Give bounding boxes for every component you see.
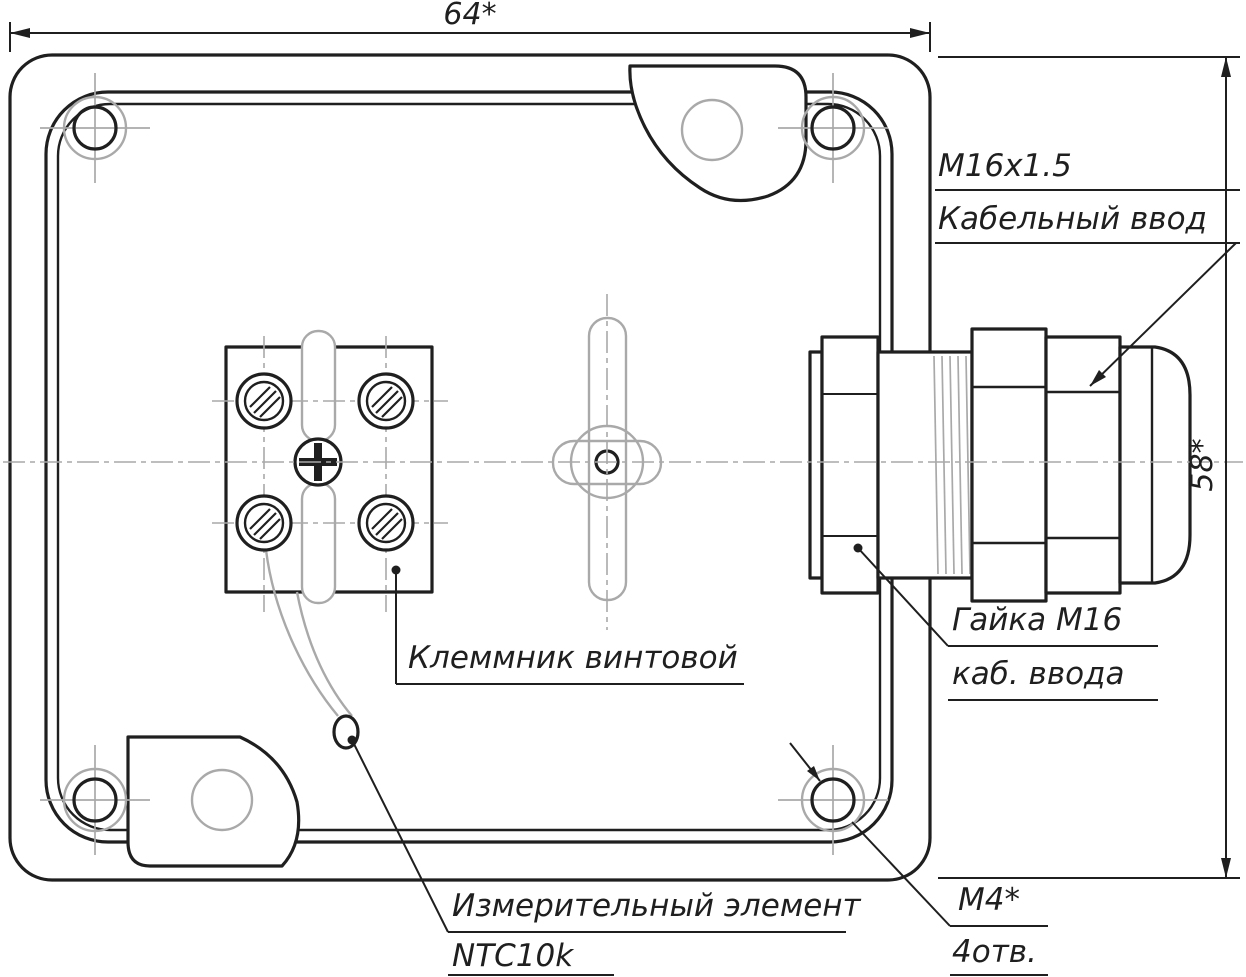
gland-nut-label-line1: Гайка M16 <box>952 602 1122 638</box>
terminal-screw-3 <box>235 494 293 552</box>
dim-height-label: 58* <box>1185 438 1220 491</box>
gland-body-through-wall <box>876 350 974 580</box>
corner-post-bottom-left-boss <box>190 768 254 832</box>
sensor-leader-line <box>351 739 449 933</box>
sensor-wires <box>264 549 353 717</box>
cable-entry-thread-label: M16x1.5 <box>938 148 1072 184</box>
mounting-holes <box>40 73 888 855</box>
leader-sensor: Измерительный элемент NTC10k <box>347 735 862 976</box>
leader-mount-holes: M4* 4отв. <box>789 742 1048 976</box>
terminal-block-leader-dot <box>391 565 401 575</box>
dim-height-arrow-top <box>1221 57 1231 77</box>
corner-post-top-right-boss <box>680 98 744 162</box>
dim-height-arrow-bottom <box>1221 858 1231 878</box>
mount-holes-leader-arrow <box>807 766 820 781</box>
mount-holes-label-line1: M4* <box>958 882 1020 918</box>
gland-hex-nut <box>970 327 1048 603</box>
enclosure <box>8 53 932 882</box>
sensor-label-line1: Измерительный элемент <box>452 888 862 924</box>
mount-holes-label-line2: 4отв. <box>952 934 1037 970</box>
mount-hole-top-left <box>40 73 150 183</box>
corner-post-top-right <box>628 64 808 203</box>
mount-hole-bottom-right <box>778 745 888 855</box>
terminal-screw-1 <box>235 372 293 430</box>
sensor-leader-dot <box>347 735 357 745</box>
dim-width-arrow-right <box>910 28 930 38</box>
terminal-block-label: Клеммник винтовой <box>408 640 738 676</box>
gland-tail <box>808 350 824 580</box>
leader-terminal-block: Клеммник винтовой <box>391 565 744 685</box>
gland-nut-leader-line <box>857 547 949 647</box>
gland-inner-nut <box>820 335 880 595</box>
gland-nut-label-line2: каб. ввода <box>952 656 1124 692</box>
terminal-block <box>212 329 448 750</box>
gland-nut-leader-dot <box>853 543 863 553</box>
cable-entry-leader-line <box>1089 242 1237 387</box>
leader-gland-nut: Гайка M16 каб. ввода <box>853 543 1158 701</box>
terminal-block-slot-top <box>300 329 337 443</box>
cable-entry-label: Кабельный ввод <box>938 201 1207 237</box>
mount-hole-bottom-left <box>40 745 150 855</box>
terminal-block-slot-bottom <box>300 481 337 605</box>
dimension-height: 58* <box>938 56 1240 879</box>
mount-holes-leader-line <box>851 821 951 927</box>
dimension-width: 64* <box>9 0 931 52</box>
gland-thread-lines <box>933 355 971 575</box>
terminal-screw-2 <box>357 372 415 430</box>
dim-width-label: 64* <box>443 0 496 32</box>
sensor-label-line2: NTC10k <box>452 938 574 974</box>
terminal-screw-4 <box>357 494 415 552</box>
corner-post-bottom-left <box>126 735 301 868</box>
gland-mid-section <box>1044 335 1122 595</box>
cable-gland <box>808 327 1192 603</box>
gland-cap-nut <box>1118 345 1192 585</box>
mount-hole-top-right <box>778 73 888 183</box>
leader-cable-entry: M16x1.5 Кабельный ввод <box>935 148 1240 387</box>
dim-width-arrow-left <box>10 28 30 38</box>
cable-entry-leader-arrow <box>1090 370 1106 386</box>
